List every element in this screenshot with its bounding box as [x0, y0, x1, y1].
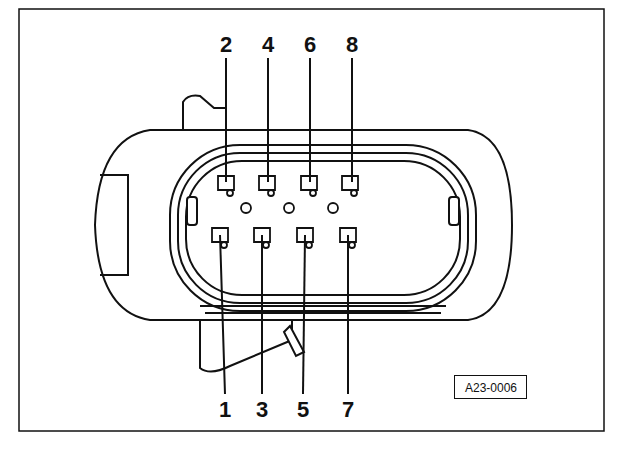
callout-number: 5: [297, 399, 309, 421]
callout-number: 1: [219, 399, 231, 421]
callout-number: 2: [220, 34, 232, 56]
leader-lines: [220, 58, 352, 394]
frame: [19, 9, 604, 431]
callout-number: 4: [262, 34, 274, 56]
pin-contacts: [212, 176, 358, 248]
callout-number: 7: [342, 399, 354, 421]
callout-number: 3: [256, 399, 268, 421]
callout-number: 6: [304, 34, 316, 56]
callout-number: 8: [346, 34, 358, 56]
figure-code: A23-0006: [465, 381, 517, 395]
figure-code-box: A23-0006: [454, 375, 527, 399]
